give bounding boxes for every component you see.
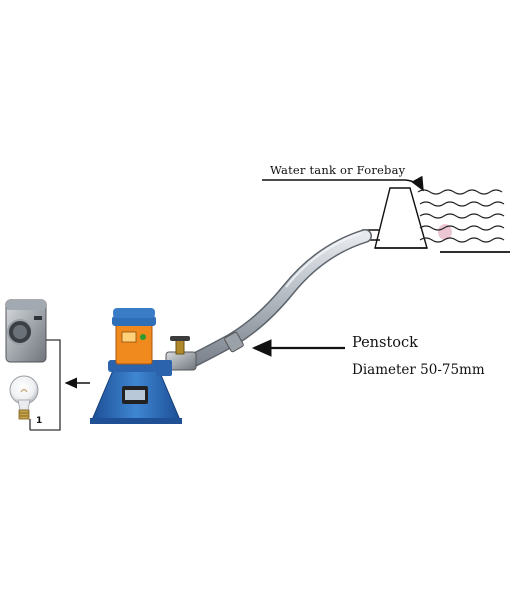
bulb-number-label: 1 [36, 416, 43, 426]
wiring-bracket [29, 339, 61, 431]
penstock-pipe [183, 229, 372, 369]
inlet-valve [165, 336, 197, 371]
turbine-generator-icon [90, 308, 182, 424]
diameter-label: Diameter 50-75mm [352, 362, 485, 378]
water-waves [417, 189, 505, 243]
water-tank-icon [374, 187, 510, 253]
light-bulb-icon [9, 375, 39, 420]
water-tank-label: Water tank or Forebay [270, 163, 406, 177]
water-tank-arrow [262, 175, 424, 192]
penstock-label: Penstock [352, 335, 418, 351]
washing-machine-icon [5, 299, 47, 363]
